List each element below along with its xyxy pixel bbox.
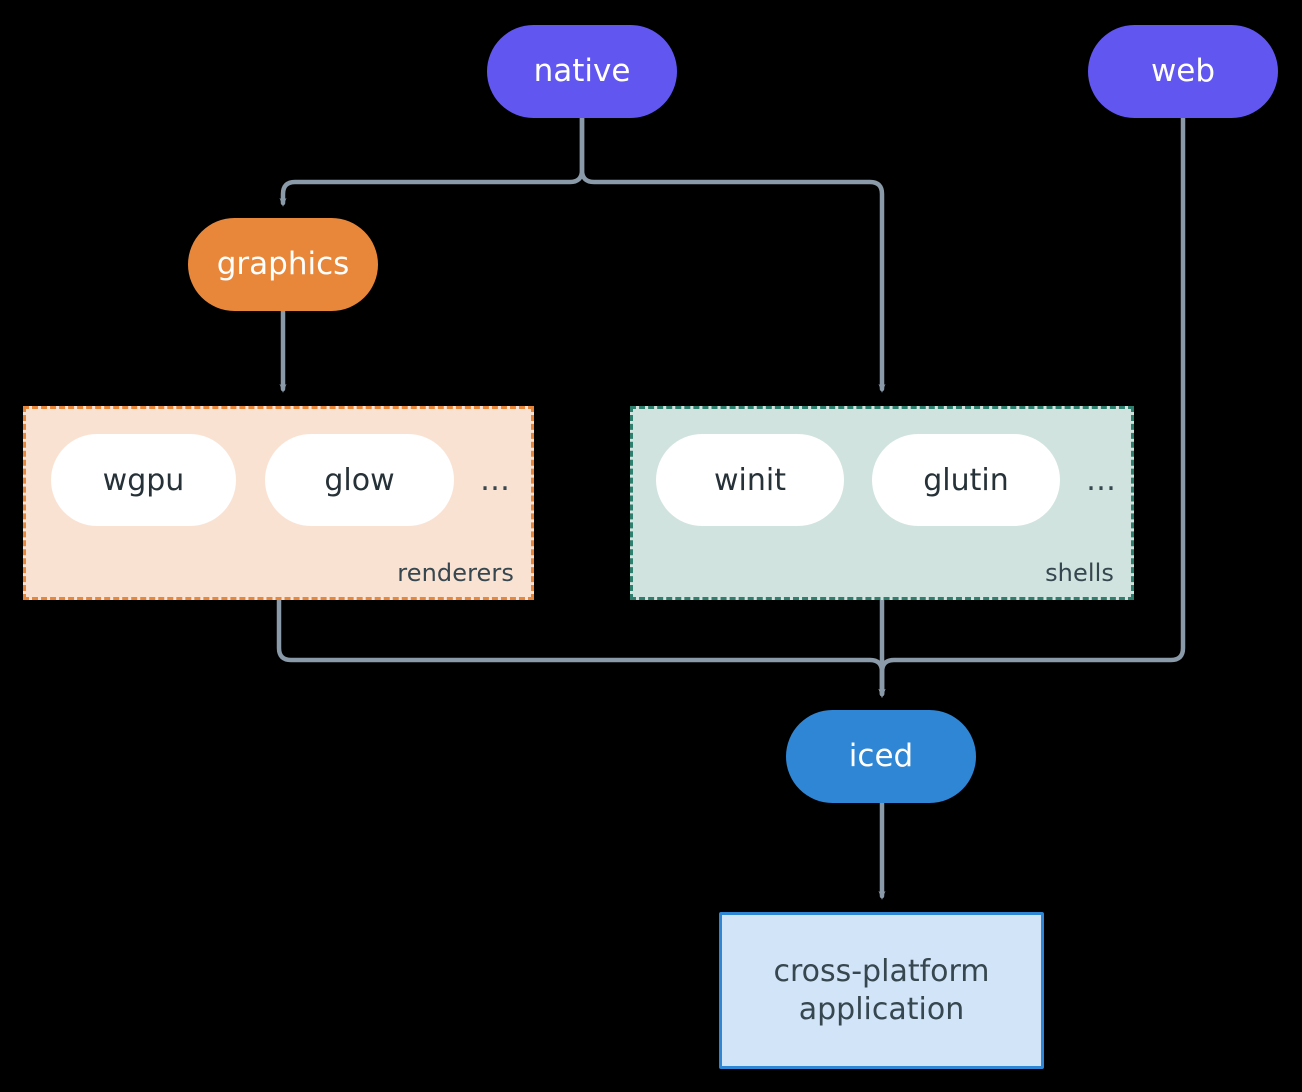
node-wgpu-label: wgpu — [102, 462, 185, 498]
node-wgpu[interactable]: wgpu — [51, 434, 236, 526]
node-web[interactable]: web — [1088, 25, 1278, 118]
node-web-label: web — [1150, 53, 1216, 90]
cluster-shells-title: shells — [1045, 559, 1114, 587]
edge-native-shells — [579, 115, 886, 393]
node-glutin-label: glutin — [923, 462, 1009, 498]
node-iced-label: iced — [848, 738, 914, 775]
edge-renderers-iced — [276, 597, 886, 698]
node-graphics-label: graphics — [216, 246, 350, 283]
node-native-label: native — [533, 53, 631, 90]
node-cross-platform-application-label: cross-platform application — [773, 954, 990, 1027]
node-graphics[interactable]: graphics — [188, 218, 378, 311]
node-winit[interactable]: winit — [656, 434, 844, 526]
node-glow[interactable]: glow — [265, 434, 454, 526]
node-cross-platform-application[interactable]: cross-platform application — [719, 912, 1044, 1069]
edge-native-split — [279, 115, 585, 207]
node-winit-label: winit — [714, 462, 786, 498]
renderers-overflow-ellipsis: … — [480, 463, 512, 498]
node-iced[interactable]: iced — [786, 710, 976, 803]
node-glow-label: glow — [324, 462, 395, 498]
cluster-renderers-title: renderers — [397, 559, 514, 587]
node-glutin[interactable]: glutin — [872, 434, 1060, 526]
node-native[interactable]: native — [487, 25, 677, 118]
shells-overflow-ellipsis: … — [1086, 463, 1118, 498]
